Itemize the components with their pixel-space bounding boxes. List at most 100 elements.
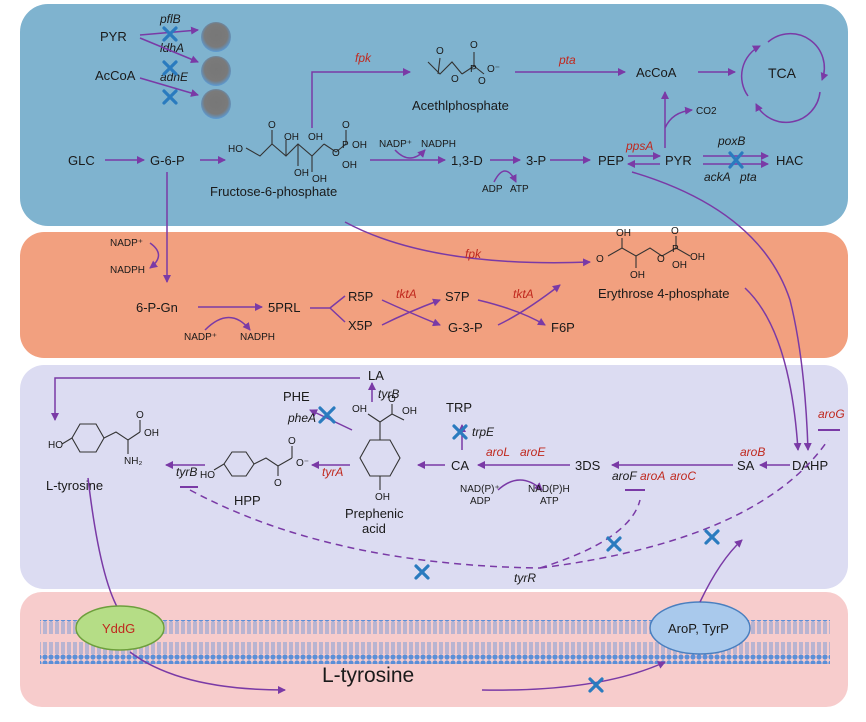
d13-label: 1,3-D <box>451 153 483 168</box>
adhE-arrow <box>139 77 199 97</box>
g3p-label: G-3-P <box>448 320 483 335</box>
gene-aroF: aroF <box>612 469 637 483</box>
gene-tktA-1: tktA <box>396 287 417 301</box>
gene-pta-top: pta <box>558 53 576 67</box>
atom-P: P <box>470 64 477 75</box>
atom-HO: HO <box>48 440 63 451</box>
tkt1-arrow-b <box>381 298 441 326</box>
atom-P: P <box>672 244 679 255</box>
ltyr-to-yddg-line <box>87 477 121 613</box>
block-x-icon <box>162 60 178 76</box>
hpp-label: HPP <box>234 493 261 508</box>
p3-label: 3-P <box>526 153 546 168</box>
byproduct-ball-icon <box>201 89 231 119</box>
l-tyrosine-structure <box>61 420 141 454</box>
atom-O: O <box>671 226 679 237</box>
gene-tyrB-top: tyrB <box>378 387 399 401</box>
3ds-label: 3DS <box>575 458 601 473</box>
5prl-branch <box>310 295 346 323</box>
ltyr-extracellular-label: L-tyrosine <box>322 664 414 687</box>
nadph2-label: NADPH <box>240 332 275 343</box>
gene-aroE: aroE <box>520 445 546 459</box>
la-label: LA <box>368 368 384 383</box>
gene-fpk-top: fpk <box>355 51 372 65</box>
atom-P: P <box>342 140 349 151</box>
tkt2-arrow-b <box>477 299 546 326</box>
atom-OH: OH <box>672 260 687 271</box>
erythrose-4-phosphate-structure <box>607 236 691 268</box>
r5p-label: R5P <box>348 289 373 304</box>
atom-OH: OH <box>284 132 299 143</box>
nadph-aro-label: NAD(P)H <box>528 484 570 495</box>
trp-label: TRP <box>446 400 472 415</box>
atom-OH: OH <box>308 132 323 143</box>
atom-O: O <box>388 394 396 405</box>
acetylphosphate-label: Acethlphosphate <box>412 98 509 113</box>
fpk-arrow-top <box>311 68 411 128</box>
block-x-icon <box>162 26 178 42</box>
export-arrow <box>129 651 286 694</box>
shikimate-band <box>20 365 848 589</box>
6pgn-label: 6-P-Gn <box>136 300 178 315</box>
ltyr-label: L-tyrosine <box>46 478 103 493</box>
atom-O: O <box>274 478 282 489</box>
atom-O: O <box>436 46 444 57</box>
gene-ldhA: ldhA <box>160 41 184 55</box>
hpp-structure <box>213 446 293 477</box>
la-to-ltyr-arrow <box>51 377 360 421</box>
accoa-right-label: AcCoA <box>636 65 677 80</box>
gene-aroC: aroC <box>670 469 696 483</box>
gene-trpE: trpE <box>472 425 495 439</box>
co2-label: CO2 <box>696 106 717 117</box>
adp-label: ADP <box>482 184 503 195</box>
atom-O: O <box>596 254 604 265</box>
5prl-label: 5PRL <box>268 300 301 315</box>
block-x-icon <box>704 529 720 545</box>
co2-arrow <box>664 106 693 129</box>
nadp-label: NADP⁺ <box>379 139 412 150</box>
import-arrow <box>481 661 666 691</box>
gene-tyrA: tyrA <box>322 465 343 479</box>
gene-aroL: aroL <box>486 445 510 459</box>
atp-aro-label: ATP <box>540 496 559 507</box>
atom-OH: OH <box>144 428 159 439</box>
e4p-label: Erythrose 4-phosphate <box>598 286 730 301</box>
yddg-label: YddG <box>102 621 135 636</box>
atp-cofactor-arrow <box>493 170 517 183</box>
atom-O: O <box>478 76 486 87</box>
x5p-label: X5P <box>348 318 373 333</box>
atom-OH: OH <box>375 492 390 503</box>
atom-OH: OH <box>342 160 357 171</box>
f6p-label: Fructose-6-phosphate <box>210 184 337 199</box>
pep-to-dahp-arrow <box>631 171 812 451</box>
s7p-label: S7P <box>445 289 470 304</box>
atom-O: O <box>288 436 296 447</box>
glc-label: GLC <box>68 153 95 168</box>
atom-OH: OH <box>312 174 327 185</box>
nadp2-cofactor-arrow <box>204 316 251 331</box>
nadph-label: NADPH <box>421 139 456 150</box>
block-x-icon <box>452 424 468 440</box>
atom-O: O <box>657 254 665 265</box>
adp-aro-label: ADP <box>470 496 491 507</box>
tyrR-dashed-left <box>189 489 541 569</box>
tyrR-dashed-right <box>539 439 829 569</box>
atom-O: O <box>470 40 478 51</box>
block-x-icon <box>588 677 604 693</box>
tca-cycle-icon <box>740 32 829 124</box>
ldhA-arrow <box>139 37 199 64</box>
ppp-band <box>20 232 848 358</box>
byproduct-ball-icon <box>201 22 231 52</box>
e4p-to-dahp-arrow <box>744 287 802 451</box>
gene-aroG: aroG <box>818 407 845 421</box>
gene-adhE: adhE <box>160 70 189 84</box>
atom-O: O <box>268 120 276 131</box>
prephenic-acid-structure <box>359 404 405 490</box>
gene-tktA-2: tktA <box>513 287 534 301</box>
glycolysis-band <box>20 4 848 226</box>
f6p-ppp-label: F6P <box>551 320 575 335</box>
gene-aroB: aroB <box>740 445 765 459</box>
gene-tyrR: tyrR <box>514 571 536 585</box>
atom-OH: OH <box>352 140 367 151</box>
